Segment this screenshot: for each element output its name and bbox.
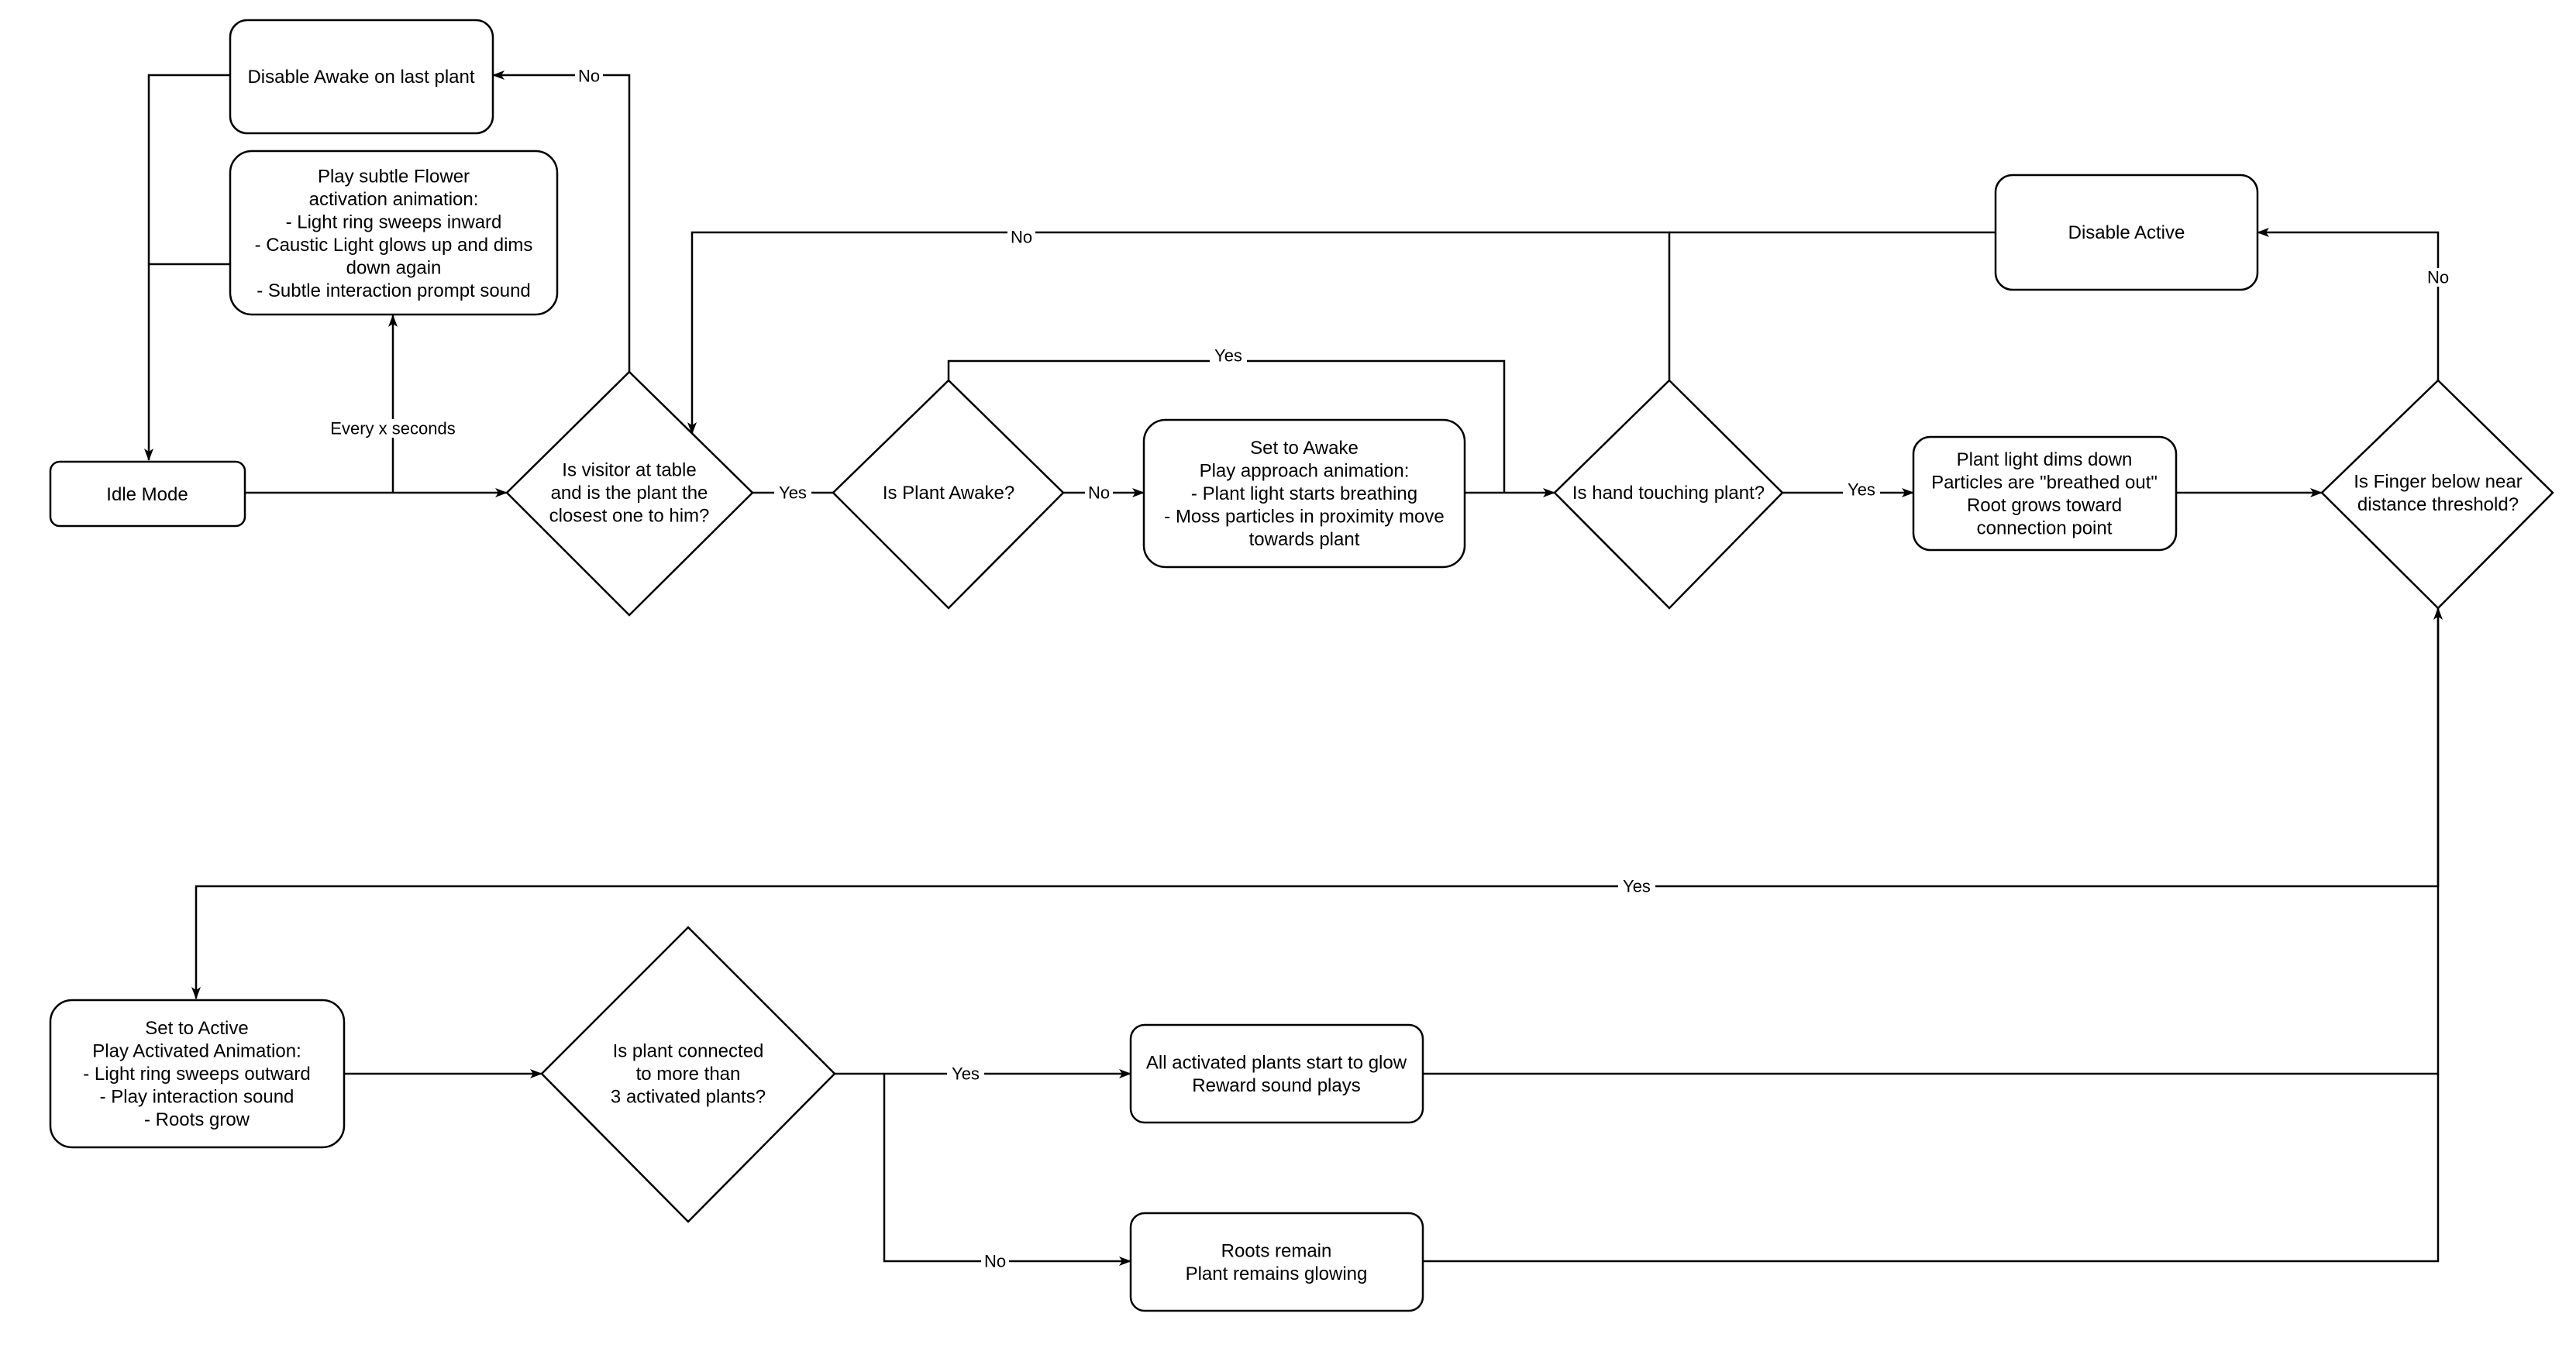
label-awake-yes: Yes bbox=[1210, 346, 1247, 366]
node-text-line: activation animation: bbox=[309, 189, 479, 210]
node-text-line: towards plant bbox=[1249, 529, 1360, 550]
label-visitor-yes-text: Yes bbox=[779, 483, 807, 503]
edge-disable-awake-to-idle bbox=[144, 74, 230, 461]
label-awake-no-text: No bbox=[1088, 483, 1110, 503]
edge-touch-no bbox=[687, 231, 1671, 435]
node-text-line: down again bbox=[346, 257, 442, 278]
node-text-line: Idle Mode bbox=[106, 484, 188, 505]
edge-roots-to-finger bbox=[1423, 1074, 2440, 1263]
node-awake-decision-text: Is Plant Awake? bbox=[883, 483, 1014, 504]
node-text-line: Play subtle Flower bbox=[318, 166, 470, 187]
label-finger-yes-text: Yes bbox=[1623, 877, 1651, 896]
label-touch-no: No bbox=[1007, 228, 1035, 247]
node-text-line: Reward sound plays bbox=[1192, 1075, 1360, 1096]
node-text-line: Plant light dims down bbox=[1957, 449, 2133, 470]
node-text-line: distance threshold? bbox=[2357, 494, 2519, 515]
node-text-line: Particles are "breathed out" bbox=[1931, 472, 2158, 493]
label-connected-no-text: No bbox=[984, 1252, 1006, 1271]
node-text-line: - Subtle interaction prompt sound bbox=[257, 280, 531, 301]
label-every-x-seconds-text: Every x seconds bbox=[330, 419, 455, 438]
label-connected-yes: Yes bbox=[947, 1064, 984, 1084]
label-touch-yes-text: Yes bbox=[1848, 480, 1875, 500]
label-finger-no-text: No bbox=[2427, 268, 2449, 287]
node-idle-mode: Idle Mode bbox=[49, 460, 246, 528]
node-touch-decision: Is hand touching plant? bbox=[1553, 379, 1784, 610]
label-awake-yes-text: Yes bbox=[1214, 346, 1242, 366]
node-text-line: Set to Active bbox=[145, 1018, 248, 1039]
node-text-line: Is plant connected bbox=[613, 1041, 764, 1062]
node-text-line: Is Plant Awake? bbox=[883, 483, 1014, 504]
node-text-line: Set to Awake bbox=[1250, 438, 1359, 459]
node-text-line: Roots remain bbox=[1221, 1240, 1332, 1261]
node-disable-active-text: Disable Active bbox=[2068, 222, 2185, 243]
label-awake-no: No bbox=[1085, 483, 1113, 503]
node-text-line: Disable Active bbox=[2068, 222, 2185, 243]
node-disable-awake: Disable Awake on last plant bbox=[229, 19, 494, 135]
node-disable-awake-text: Disable Awake on last plant bbox=[247, 67, 474, 88]
edges bbox=[144, 70, 2443, 1266]
node-text-line: 3 activated plants? bbox=[611, 1087, 766, 1108]
label-every-x-seconds: Every x seconds bbox=[321, 419, 465, 438]
node-awake-decision: Is Plant Awake? bbox=[832, 379, 1065, 610]
label-touch-yes: Yes bbox=[1843, 480, 1880, 500]
edge-glow-to-finger bbox=[1423, 607, 2443, 1075]
nodes: Disable Awake on last plant Play subtle … bbox=[49, 19, 2554, 1312]
node-text-line: closest one to him? bbox=[549, 506, 710, 527]
edge-labels: No Every x seconds Yes No Yes No Yes No bbox=[321, 67, 2452, 1271]
label-touch-no-text: No bbox=[1011, 228, 1032, 247]
node-text-line: Is hand touching plant? bbox=[1572, 483, 1765, 504]
node-text-line: - Light ring sweeps outward bbox=[83, 1064, 310, 1085]
node-text-line: Plant remains glowing bbox=[1186, 1264, 1368, 1284]
node-text-line: Play Activated Animation: bbox=[92, 1041, 301, 1062]
label-visitor-no-text: No bbox=[578, 67, 600, 86]
node-text-line: connection point bbox=[1977, 517, 2113, 538]
label-finger-no: No bbox=[2424, 268, 2452, 287]
node-text-line: Is visitor at table bbox=[562, 460, 696, 481]
node-text-line: - Plant light starts breathing bbox=[1191, 483, 1417, 504]
edge-connected-no bbox=[883, 1074, 1131, 1266]
label-finger-yes: Yes bbox=[1618, 877, 1655, 896]
node-text-line: - Moss particles in proximity move bbox=[1164, 507, 1444, 528]
node-text-line: and is the plant the bbox=[551, 483, 708, 504]
node-text-line: - Play interaction sound bbox=[100, 1087, 294, 1108]
edge-visitor-no bbox=[492, 70, 631, 372]
node-text-line: - Roots grow bbox=[144, 1109, 250, 1130]
label-visitor-no: No bbox=[575, 67, 603, 86]
node-text-line: - Light ring sweeps inward bbox=[286, 211, 502, 232]
label-connected-no: No bbox=[981, 1252, 1009, 1271]
node-text-line: to more than bbox=[636, 1064, 741, 1085]
label-connected-yes-text: Yes bbox=[952, 1064, 980, 1084]
node-idle-mode-text: Idle Mode bbox=[106, 484, 188, 505]
node-text-line: Play approach animation: bbox=[1200, 461, 1410, 482]
node-text-line: - Caustic Light glows up and dims bbox=[255, 235, 533, 256]
node-text-line: All activated plants start to glow bbox=[1146, 1052, 1407, 1073]
node-text-line: Disable Awake on last plant bbox=[247, 67, 474, 88]
node-disable-active: Disable Active bbox=[1994, 174, 2259, 291]
node-touch-decision-text: Is hand touching plant? bbox=[1572, 483, 1765, 504]
node-text-line: Is Finger below near bbox=[2354, 471, 2522, 492]
edge-finger-no bbox=[2257, 228, 2440, 380]
label-visitor-yes: Yes bbox=[774, 483, 811, 503]
node-text-line: Root grows toward bbox=[1967, 495, 2122, 516]
edge-finger-yes bbox=[191, 608, 2440, 999]
